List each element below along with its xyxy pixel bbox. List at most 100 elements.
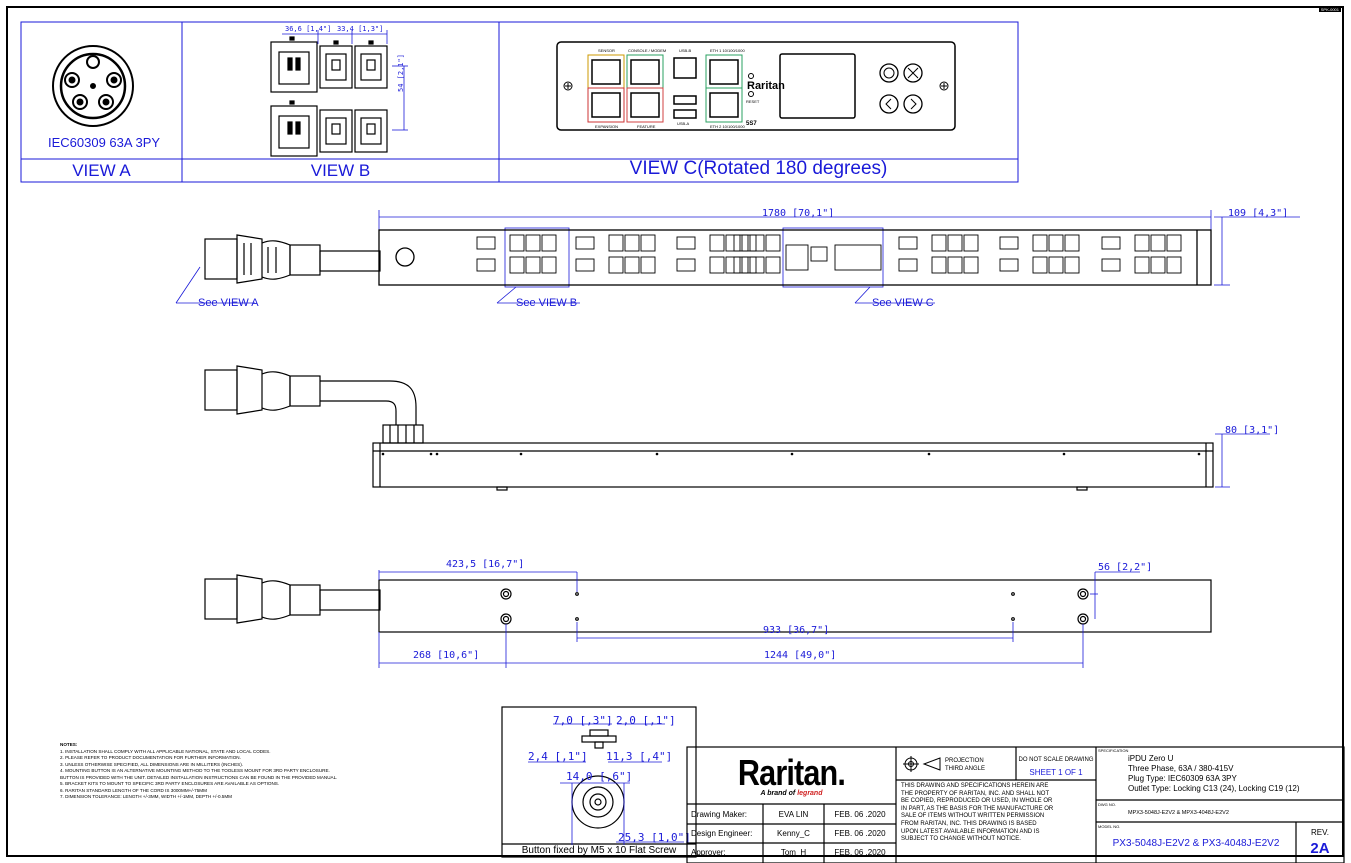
port-label-usb-a: USB-A bbox=[677, 121, 690, 126]
outlet-icon bbox=[1048, 234, 1064, 252]
legal-line: SALE OF ITEMS WITHOUT WRITTEN PERMISSION bbox=[901, 813, 1045, 820]
view-c-caption: VIEW C(Rotated 180 degrees) bbox=[629, 158, 888, 179]
port-label-eth1: ETH 1 10/100/1000 bbox=[710, 48, 745, 53]
outlet-icon bbox=[1101, 258, 1121, 272]
button-dim-5: 14,0 [,6"] bbox=[566, 770, 633, 783]
button-detail bbox=[501, 706, 697, 858]
outlet-icon bbox=[999, 236, 1019, 250]
outlet-icon bbox=[640, 234, 656, 252]
spec-line: Plug Type: IEC60309 63A 3PY bbox=[1128, 774, 1237, 783]
legal-line: SUBJECT TO CHANGE WITHOUT NOTICE. bbox=[901, 836, 1021, 843]
note-line: 4. MOUNTING BUTTON IS AN ALTERNATIVE MOU… bbox=[60, 768, 330, 773]
callout-see-view-b: See VIEW B bbox=[516, 297, 578, 309]
button-dim-4: 11,3 [,4"] bbox=[606, 750, 673, 763]
outlet-icon bbox=[1150, 234, 1166, 252]
port-label-eth2: ETH 2 10/100/1000 bbox=[710, 124, 745, 129]
button-dim-6: 25,3 [1,0"] bbox=[618, 831, 691, 844]
engineer-role: Design Engineer: bbox=[691, 829, 753, 838]
model-label: MODEL NO. bbox=[1098, 824, 1121, 829]
port-label-feature: FEATURE bbox=[637, 124, 656, 129]
outlet-icon bbox=[1101, 236, 1121, 250]
outlet-icon bbox=[509, 234, 525, 252]
controller-logo: 5S7 bbox=[746, 121, 757, 127]
engineer-name: Kenny_C bbox=[777, 829, 810, 838]
outlet-icon bbox=[733, 234, 749, 252]
outlet-icon bbox=[931, 234, 947, 252]
outlet-icon bbox=[608, 256, 624, 274]
view-b-dim-w1: 36,6 [1,4"] bbox=[285, 25, 332, 33]
callout-see-view-a: See VIEW A bbox=[198, 297, 259, 309]
approver-role: Approver: bbox=[691, 848, 726, 857]
outlet-icon bbox=[765, 256, 781, 274]
plug-face-icon bbox=[52, 45, 134, 127]
button-dim-1: 7,0 [,3"] bbox=[553, 714, 613, 727]
notes-title: NOTES: bbox=[60, 742, 78, 747]
outlet-icon bbox=[1064, 234, 1080, 252]
outlet-icon bbox=[509, 256, 525, 274]
outlet-icon bbox=[947, 256, 963, 274]
outlet-icon bbox=[725, 256, 741, 274]
projection-label: PROJECTION bbox=[945, 758, 984, 764]
views-panel bbox=[20, 21, 1019, 183]
outlet-icon bbox=[1032, 234, 1048, 252]
outlet-icon bbox=[525, 256, 541, 274]
rev-label: REV. bbox=[1311, 828, 1329, 837]
outlet-icon bbox=[676, 236, 696, 250]
note-line: 6. RARITAN STANDARD LENGTH OF THE CORD I… bbox=[60, 787, 207, 793]
outlet-icon bbox=[765, 234, 781, 252]
outlet-icon bbox=[525, 234, 541, 252]
model-number: PX3-5048J-E2V2 & PX3-4048J-E2V2 bbox=[1112, 838, 1280, 849]
view-a-plug-label: IEC60309 63A 3PY bbox=[48, 135, 161, 150]
outlet-icon bbox=[640, 256, 656, 274]
legal-line: THIS DRAWING AND SPECIFICATIONS HEREIN A… bbox=[901, 783, 1049, 789]
approver-date: FEB. 06 .2020 bbox=[834, 848, 886, 857]
pdu-back-view bbox=[204, 570, 1212, 668]
pdu-side-view bbox=[204, 365, 1270, 491]
port-label-usb-b: USB-B bbox=[679, 48, 692, 53]
tagline-brand: legrand bbox=[797, 790, 823, 797]
dwg-label: DWG NO. bbox=[1098, 802, 1116, 807]
note-line: 2. PLEASE REFER TO PRODUCT DOCUMENTATION… bbox=[60, 755, 241, 760]
outlet-icon bbox=[898, 258, 918, 272]
note-line: 5. BRACKET KITS TO MOUNT TO SPECIFIC 3RD… bbox=[60, 781, 280, 786]
outlet-icon bbox=[749, 256, 765, 274]
port-label-sensor: SENSOR bbox=[598, 48, 615, 53]
outlet-icon bbox=[541, 256, 557, 274]
outlet-icon bbox=[741, 256, 757, 274]
back-dim-e: 1244 [49,0"] bbox=[764, 650, 837, 661]
outlet-icon bbox=[963, 234, 979, 252]
outlet-group-icon bbox=[270, 36, 388, 157]
outlet-icon bbox=[676, 258, 696, 272]
dwg-number: MPX3-5048J-E2V2 & MPX3-4048J-E2V2 bbox=[1128, 810, 1229, 816]
outlet-icon bbox=[749, 234, 765, 252]
maker-name: EVA LIN bbox=[778, 810, 809, 819]
company-logo: Raritan. bbox=[737, 752, 846, 793]
note-line: 3. UNLESS OTHERWISE SPECIFIED, ALL DIMEN… bbox=[60, 761, 244, 767]
outlet-icon bbox=[1134, 234, 1150, 252]
notes-block: NOTES: 1. INSTALLATION SHALL COMPLY WITH… bbox=[60, 742, 337, 801]
view-b-dim-w2: 33,4 [1,3"] bbox=[337, 25, 384, 33]
note-line: 7. DIMENSION TOLERANCE: LENGTH +/-3MM, W… bbox=[60, 794, 232, 799]
height-dim: 80 [3,1"] bbox=[1225, 425, 1280, 436]
controller-brand: Raritan bbox=[747, 80, 785, 92]
port-label-expansion: EXPANSION bbox=[595, 124, 619, 129]
outlet-icon bbox=[1064, 256, 1080, 274]
outlet-icon bbox=[476, 236, 496, 250]
sheet-label: SHEET 1 OF 1 bbox=[1029, 768, 1083, 777]
controller-panel-icon bbox=[556, 41, 956, 131]
legal-notice: THIS DRAWING AND SPECIFICATIONS HEREIN A… bbox=[901, 783, 1053, 844]
outlet-icon bbox=[741, 234, 757, 252]
view-a-caption: VIEW A bbox=[72, 161, 131, 180]
outlet-icon bbox=[1166, 234, 1182, 252]
no-scale-label: DO NOT SCALE DRAWING bbox=[1018, 757, 1094, 763]
spec-lines: iPDU Zero U Three Phase, 63A / 380-415V … bbox=[1128, 754, 1300, 794]
outlet-icon bbox=[931, 256, 947, 274]
outlet-icon bbox=[1150, 256, 1166, 274]
outlet-icon bbox=[575, 236, 595, 250]
outlet-icon bbox=[963, 256, 979, 274]
spec-line: iPDU Zero U bbox=[1128, 754, 1174, 763]
view-b-dim-h: 54 [2,1"] bbox=[397, 54, 405, 92]
back-dim-b: 56 [2,2"] bbox=[1098, 562, 1153, 573]
outlet-icon bbox=[1032, 256, 1048, 274]
company-tagline: A brand of legrand bbox=[687, 790, 896, 797]
